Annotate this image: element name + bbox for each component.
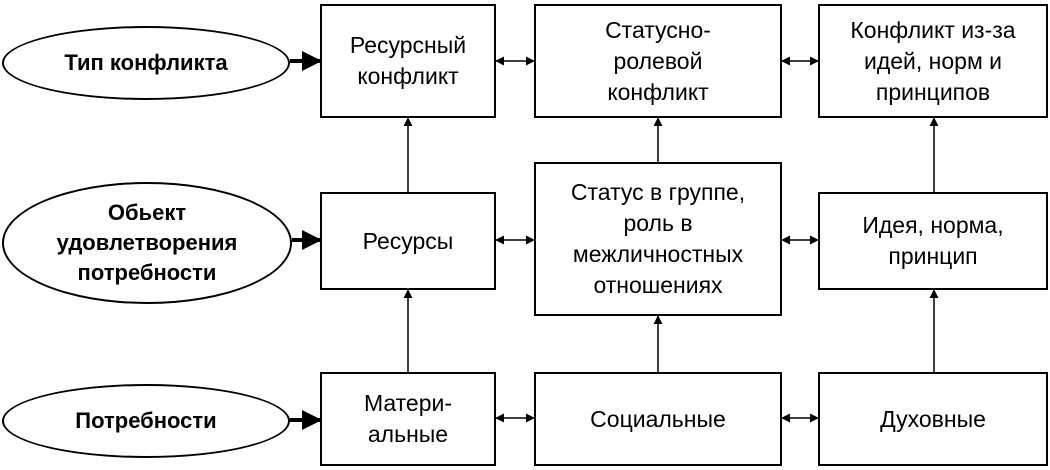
box-idea-norm-principle: Идея, норма, принцип [818,192,1048,290]
box-text-line: Конфликт из-за [850,16,1016,43]
ellipse-needs: Потребности [2,384,290,458]
box-status-in-group: Статус в группе, роль в межличностных от… [534,162,782,316]
box-material: Матери- альные [320,372,496,466]
box-text-line: роль в [623,210,693,236]
label-line: Обьект [107,200,187,225]
box-text-line: Матери- [363,390,453,416]
box-spiritual: Духовные [818,372,1048,466]
label-line: Потребности [75,408,217,433]
label-line: потребности [77,260,217,285]
box-text-line: принципов [875,78,991,105]
ellipse-satisfaction-object: Обьект удовлетворения потребности [2,182,292,304]
box-text-line: конфликт [607,78,709,105]
box-text-line: отношениях [593,272,723,298]
box-text-line: Статусно- [605,16,711,43]
box-text-line: конфликт [357,63,459,89]
box-text-line: альные [367,421,449,447]
label-line: Тип конфликта [64,50,228,75]
box-text-line: Духовные [880,405,986,432]
box-text-line: Статус в группе, [570,179,746,205]
box-status-role-conflict: Статусно- ролевой конфликт [534,4,782,118]
box-text-line: Ресурсы [362,227,454,254]
box-text-line: Ресурсный [349,32,467,58]
ellipse-conflict-type: Тип конфликта [2,26,290,100]
box-ideas-conflict: Конфликт из-за идей, норм и принципов [818,4,1048,118]
box-text-line: идей, норм и [863,47,1003,74]
box-text-line: ролевой [613,47,703,74]
box-text-line: принцип [888,243,978,269]
box-resource-conflict: Ресурсный конфликт [320,4,496,118]
label-line: удовлетворения [56,230,238,255]
box-text-line: межличностных [572,241,744,267]
box-resources: Ресурсы [320,192,496,290]
box-text-line: Социальные [590,405,726,432]
box-social: Социальные [534,372,782,466]
box-text-line: Идея, норма, [862,212,1004,238]
